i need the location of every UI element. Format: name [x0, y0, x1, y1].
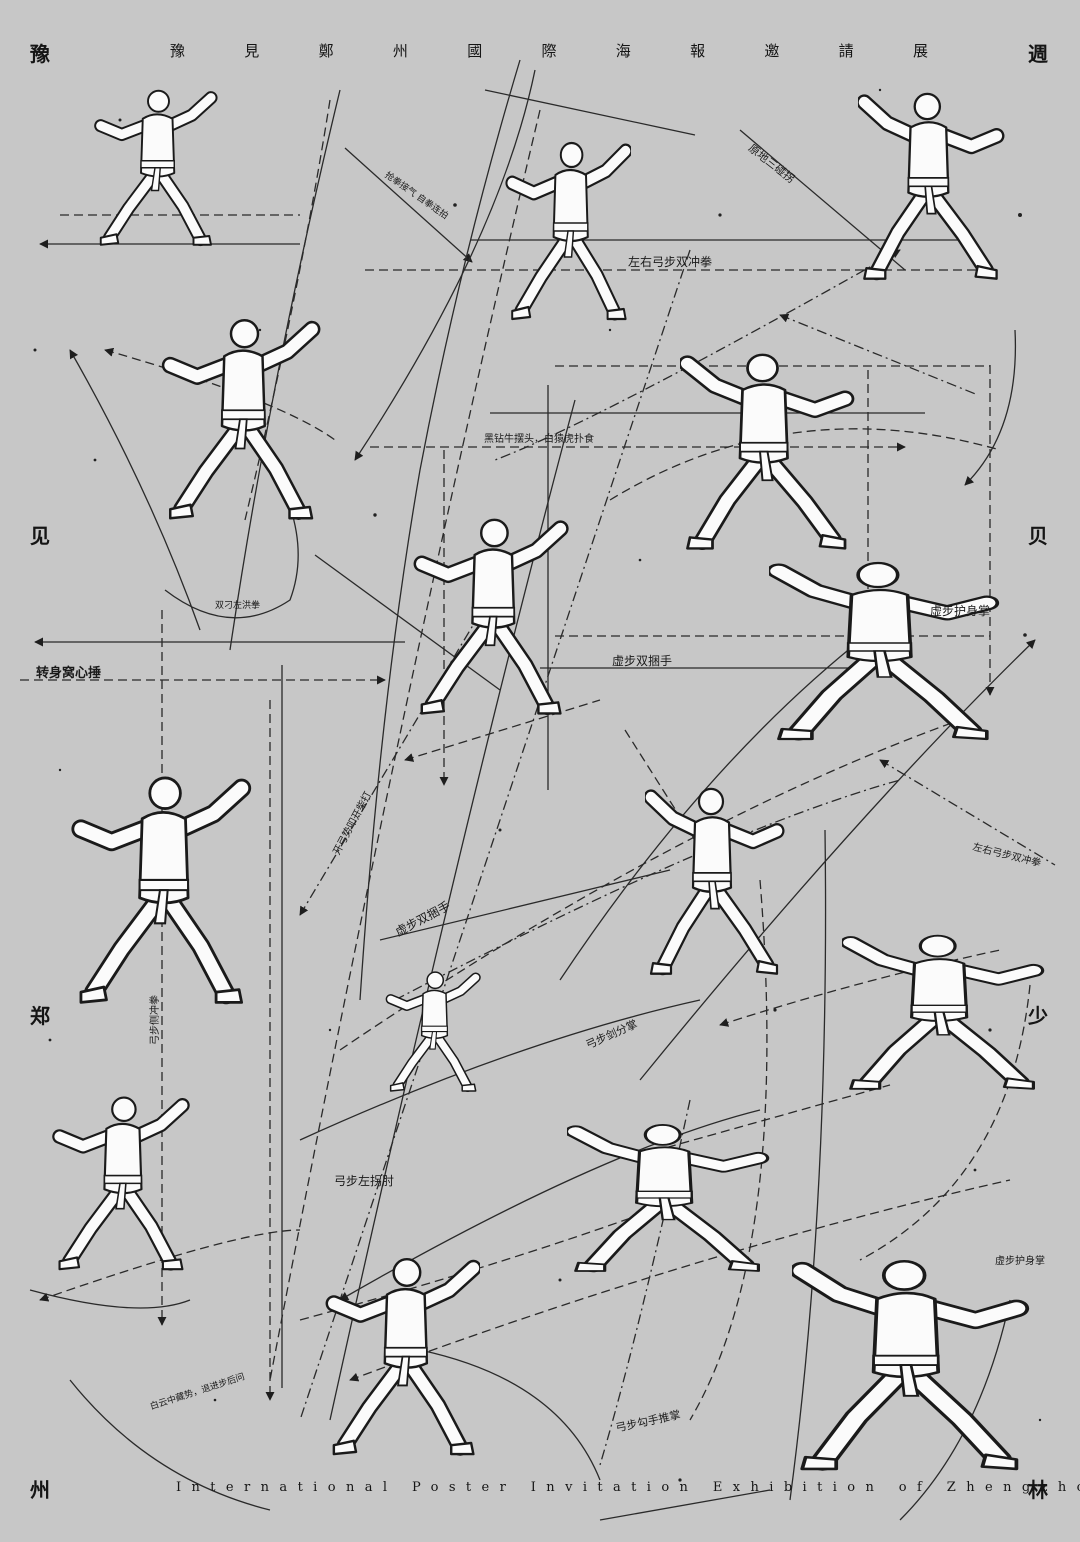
figure-8 [81, 778, 242, 1002]
header-char-11: 展 [912, 42, 930, 60]
header-char-3: 鄭 [318, 42, 336, 60]
figure-2 [512, 143, 625, 319]
corner-char-top-right: 週 [1028, 42, 1048, 66]
move-label-3: 左右弓步双冲拳 [628, 255, 713, 269]
figure-6 [422, 520, 561, 714]
figure-13 [576, 1125, 759, 1271]
move-label-14: 弓步左拐肘 [334, 1174, 395, 1188]
header-char-5: 國 [467, 42, 485, 60]
header-char-1: 豫 [170, 42, 188, 60]
header-char-7: 海 [615, 42, 633, 60]
corner-char-left-lower: 郑 [30, 1004, 50, 1028]
martial-figures [60, 91, 1034, 1469]
move-label-6: 虚步护身掌 [930, 604, 991, 618]
corner-char-right-lower: 少 [1028, 1004, 1048, 1028]
figure-9 [651, 789, 777, 974]
corner-char-top-left: 豫 [30, 42, 50, 66]
header-title: 豫 見 鄭 州 國 際 海 報 邀 請 展 [170, 40, 930, 61]
footer-title: International Poster Invitation Exhibiti… [176, 1480, 1080, 1495]
figure-14 [334, 1259, 474, 1454]
header-char-10: 請 [838, 42, 856, 60]
figure-5 [688, 355, 846, 549]
move-label-7: 转身窝心捶 [36, 666, 102, 681]
header-char-8: 報 [690, 42, 708, 60]
corner-char-left-mid: 见 [30, 524, 50, 548]
move-label-12: 弓步侧冲拳 [150, 995, 161, 1045]
move-label-5: 双刁左洪拳 [215, 601, 261, 611]
move-label-4: 黑钻牛摆头，白猿虎扑食 [484, 434, 594, 445]
move-label-8: 虚步双捆手 [612, 654, 673, 668]
figure-7 [779, 563, 987, 739]
figure-10 [391, 972, 476, 1091]
move-label-16: 虚步护身掌 [995, 1256, 1045, 1267]
header-char-9: 邀 [764, 42, 782, 60]
figure-12 [60, 1098, 183, 1270]
header-char-2: 見 [244, 42, 262, 60]
corner-char-bottom-left: 州 [30, 1478, 50, 1502]
figure-4 [170, 320, 312, 518]
corner-char-bottom-right: 林 [1028, 1478, 1048, 1502]
figure-3 [864, 94, 996, 279]
corner-char-right-mid: 贝 [1028, 524, 1048, 548]
ink-specks [33, 88, 1042, 1482]
header-char-4: 州 [392, 42, 410, 60]
figure-11 [851, 936, 1034, 1089]
header-char-6: 際 [541, 42, 559, 60]
figure-1 [101, 91, 211, 245]
figure-15 [802, 1261, 1016, 1469]
